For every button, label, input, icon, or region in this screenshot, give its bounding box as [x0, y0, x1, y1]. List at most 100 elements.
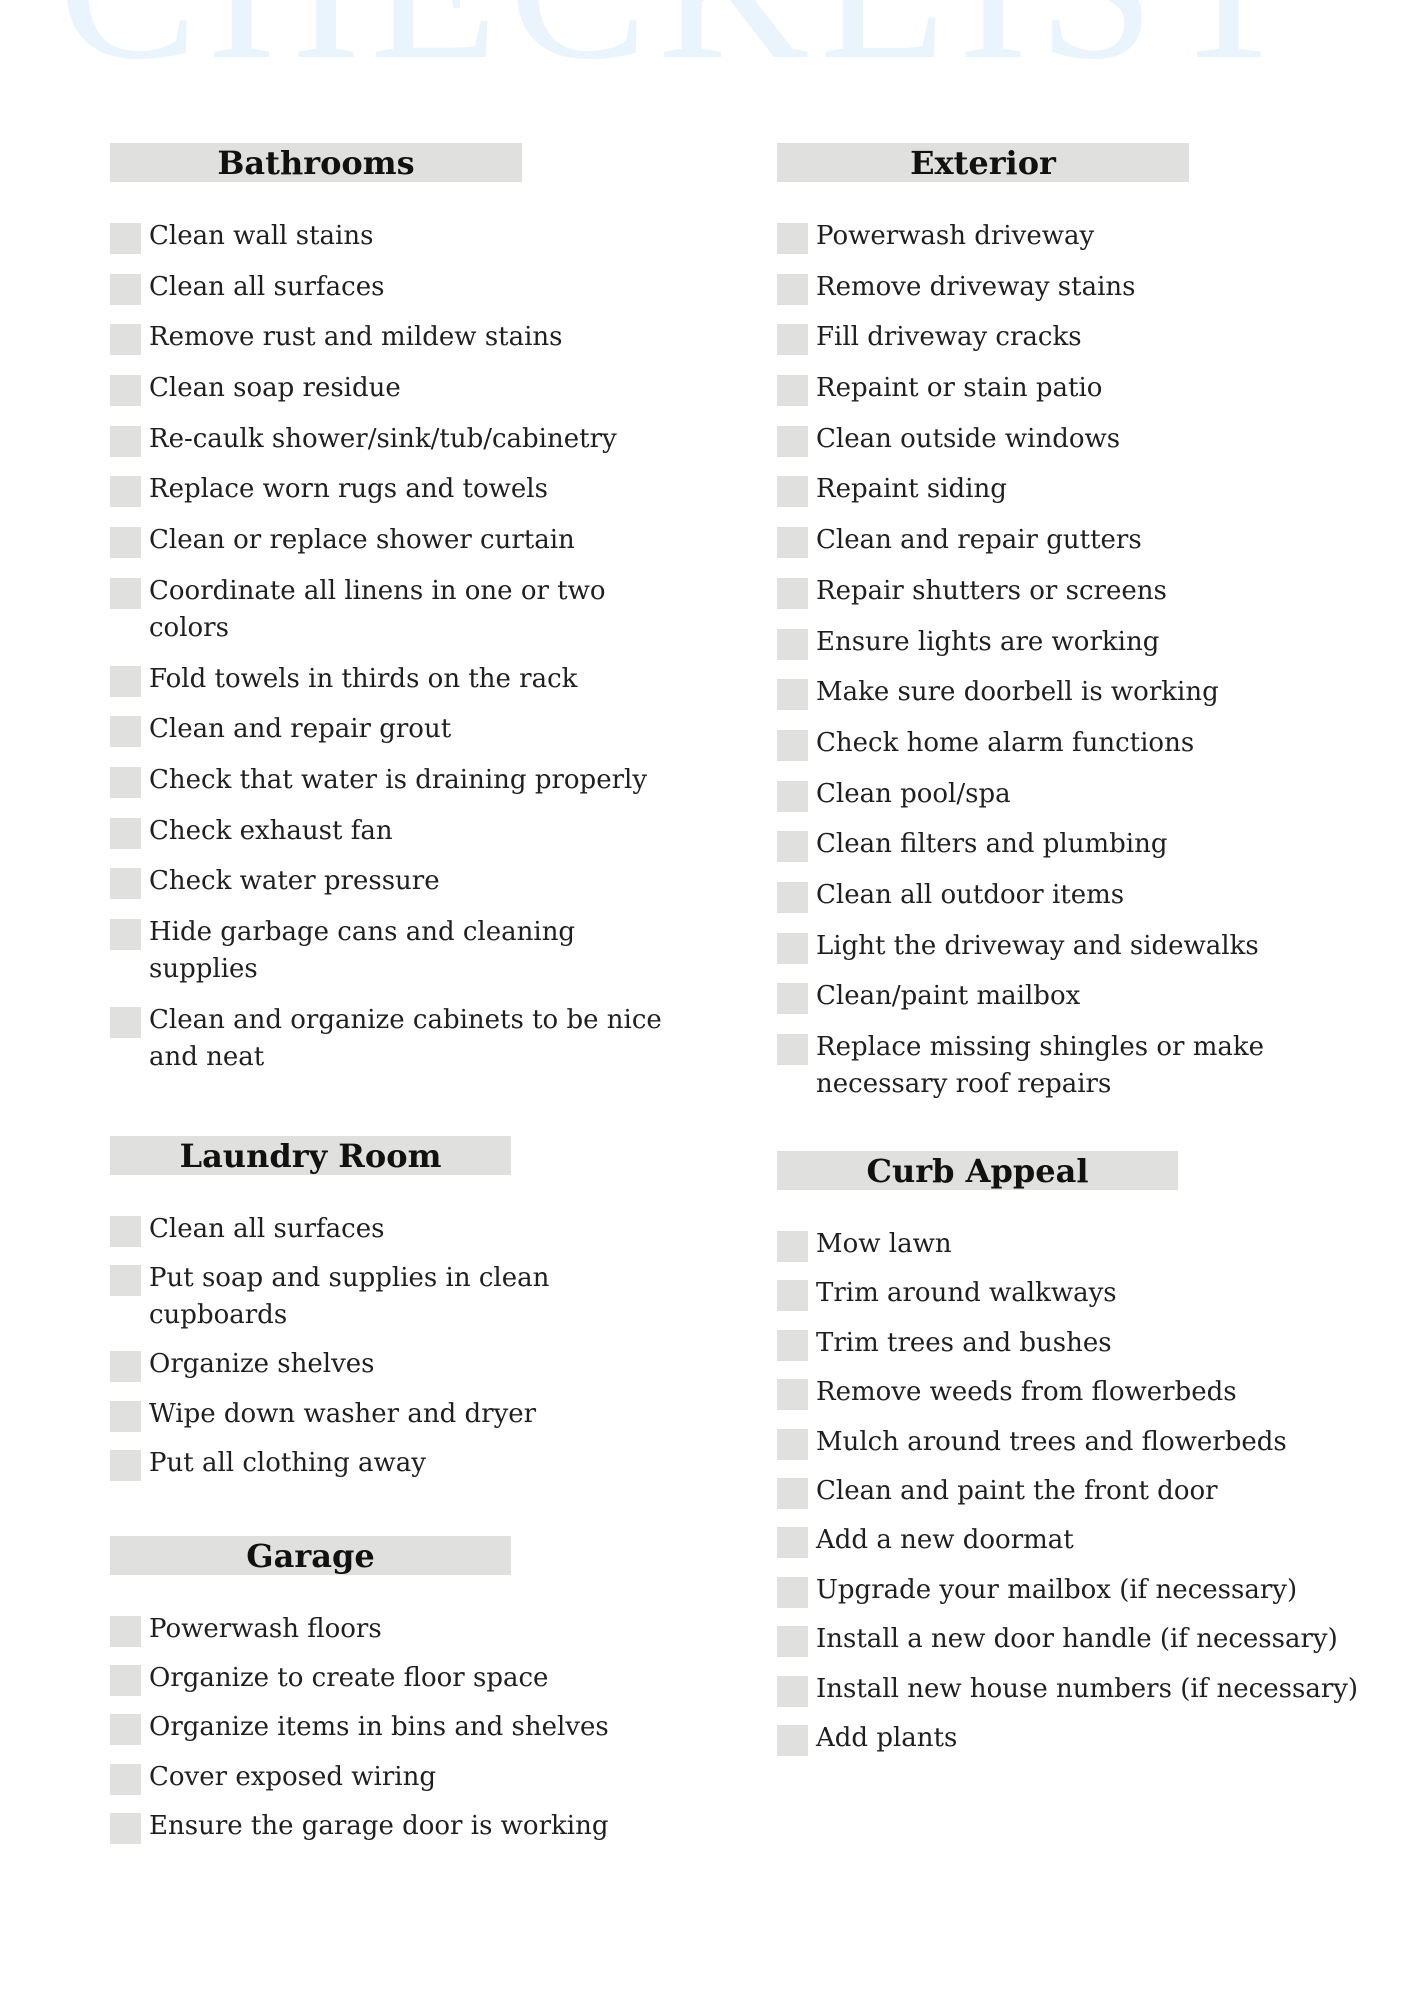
checkbox[interactable]: [110, 476, 141, 508]
checklist-item-label: Fold towels in thirds on the rack: [149, 663, 578, 694]
checkbox[interactable]: [110, 1215, 141, 1247]
checkbox[interactable]: [777, 1379, 808, 1411]
checklist-item-label: Remove weeds from flowerbeds: [816, 1377, 1237, 1408]
checkbox[interactable]: [777, 1576, 808, 1608]
checklist-item: Check home alarm functions: [777, 725, 1316, 762]
checkbox[interactable]: [110, 1813, 141, 1844]
checkbox[interactable]: [777, 1329, 808, 1361]
checklist-item: Clean or replace shower curtain: [110, 522, 669, 559]
section-heading-laundry-room: Laundry Room: [110, 1135, 511, 1175]
checkbox[interactable]: [777, 831, 808, 863]
checkbox[interactable]: [110, 375, 141, 407]
checklist-item-label: Check that water is draining properly: [149, 764, 648, 795]
checklist-item: Mow lawn: [777, 1226, 1337, 1263]
checkbox[interactable]: [777, 223, 808, 254]
checklist-item: Clean/paint mailbox: [777, 978, 1316, 1015]
checkbox[interactable]: [110, 527, 141, 559]
checklist-item-label: Upgrade your mailbox (if necessary): [816, 1574, 1298, 1605]
checklist-item-label: Make sure doorbell is working: [816, 677, 1219, 708]
checklist-item: Put soap and supplies in clean cupboards: [110, 1260, 669, 1334]
checklist-item-label: Clean and repair gutters: [816, 525, 1142, 556]
checklist-item: Clean and repair gutters: [777, 522, 1316, 559]
checkbox[interactable]: [110, 1351, 141, 1383]
checklist-item-label: Coordinate all linens in one or two colo…: [149, 575, 606, 643]
checkbox[interactable]: [777, 1724, 808, 1756]
checkbox[interactable]: [110, 1400, 141, 1432]
checklist-item: Install a new door handle (if necessary): [777, 1621, 1338, 1658]
checkbox[interactable]: [110, 1006, 141, 1038]
checkbox[interactable]: [110, 1665, 141, 1697]
checkbox[interactable]: [110, 324, 141, 356]
checklist-item: Trim trees and bushes: [777, 1325, 1337, 1362]
checklist-item: Make sure doorbell is working: [777, 674, 1316, 711]
checkbox[interactable]: [777, 527, 808, 559]
checklist-item-label: Clean and repair grout: [149, 714, 452, 745]
checklist-item: Clean all outdoor items: [777, 877, 1316, 914]
checkbox[interactable]: [110, 1615, 141, 1647]
checkbox[interactable]: [110, 425, 141, 457]
checklist-item-label: Wipe down washer and dryer: [149, 1398, 537, 1429]
checklist-item: Repair shutters or screens: [777, 573, 1316, 610]
checklist-item-label: Organize items in bins and shelves: [149, 1712, 609, 1743]
checkbox[interactable]: [777, 1231, 808, 1262]
checkbox[interactable]: [777, 1527, 808, 1559]
checkbox[interactable]: [777, 628, 808, 660]
checkbox[interactable]: [777, 932, 808, 964]
checkbox[interactable]: [110, 868, 141, 900]
checkbox[interactable]: [777, 273, 808, 305]
checklist-item-label: Clean and organize cabinets to be nice a…: [149, 1004, 662, 1072]
checkbox[interactable]: [110, 1264, 141, 1296]
checkbox[interactable]: [777, 881, 808, 913]
checkbox[interactable]: [777, 425, 808, 457]
checkbox[interactable]: [777, 476, 808, 508]
checkbox[interactable]: [777, 729, 808, 761]
checklist-item: Repaint siding: [777, 471, 1316, 508]
checkbox[interactable]: [777, 1428, 808, 1460]
checkbox[interactable]: [777, 1034, 808, 1065]
checkbox[interactable]: [110, 223, 141, 254]
checklist-item: Ensure lights are working: [777, 624, 1316, 661]
checklist-item: Organize shelves: [110, 1346, 669, 1383]
checkbox[interactable]: [777, 324, 808, 356]
checkbox[interactable]: [110, 1763, 141, 1795]
checklist-item-label: Remove rust and mildew stains: [149, 322, 563, 353]
checkbox[interactable]: [110, 273, 141, 305]
checkbox[interactable]: [777, 780, 808, 812]
checklist-item: Trim around walkways: [777, 1275, 1337, 1312]
checklist-item-label: Mow lawn: [816, 1229, 952, 1259]
checklist-item: Remove weeds from flowerbeds: [777, 1374, 1337, 1411]
checklist-item: Powerwash driveway: [777, 218, 1316, 255]
checklist-item: Replace worn rugs and towels: [110, 471, 669, 508]
checkbox[interactable]: [777, 375, 808, 407]
checkbox[interactable]: [110, 817, 141, 849]
checkbox[interactable]: [777, 1477, 808, 1509]
checklist-item-label: Clean filters and plumbing: [816, 829, 1168, 860]
checkbox[interactable]: [110, 716, 141, 748]
checkbox[interactable]: [777, 1675, 808, 1707]
checkbox[interactable]: [110, 665, 141, 697]
checkbox[interactable]: [777, 1280, 808, 1312]
checkbox[interactable]: [110, 766, 141, 798]
checkbox[interactable]: [110, 1714, 141, 1746]
checklist-item-label: Ensure the garage door is working: [149, 1811, 609, 1841]
checkbox[interactable]: [777, 577, 808, 609]
checklist-item: Coordinate all linens in one or two colo…: [110, 573, 669, 647]
checkbox[interactable]: [110, 577, 141, 609]
checkbox[interactable]: [777, 679, 808, 711]
checkbox[interactable]: [110, 918, 141, 950]
checkbox[interactable]: [777, 1626, 808, 1658]
checkbox[interactable]: [777, 983, 808, 1015]
checklist-item: Replace missing shingles or make necessa…: [777, 1029, 1316, 1103]
checklist-item-label: Clean pool/spa: [816, 778, 1011, 809]
checklist-item-label: Organize shelves: [149, 1349, 375, 1380]
checklist-item-label: Clean and paint the front door: [816, 1475, 1218, 1506]
checklist-item-label: Install a new door handle (if necessary): [816, 1624, 1338, 1655]
checkbox[interactable]: [110, 1449, 141, 1481]
checklist-item-label: Clean all outdoor items: [816, 879, 1125, 910]
checklist-item: Re-caulk shower/sink/tub/cabinetry: [110, 421, 669, 458]
